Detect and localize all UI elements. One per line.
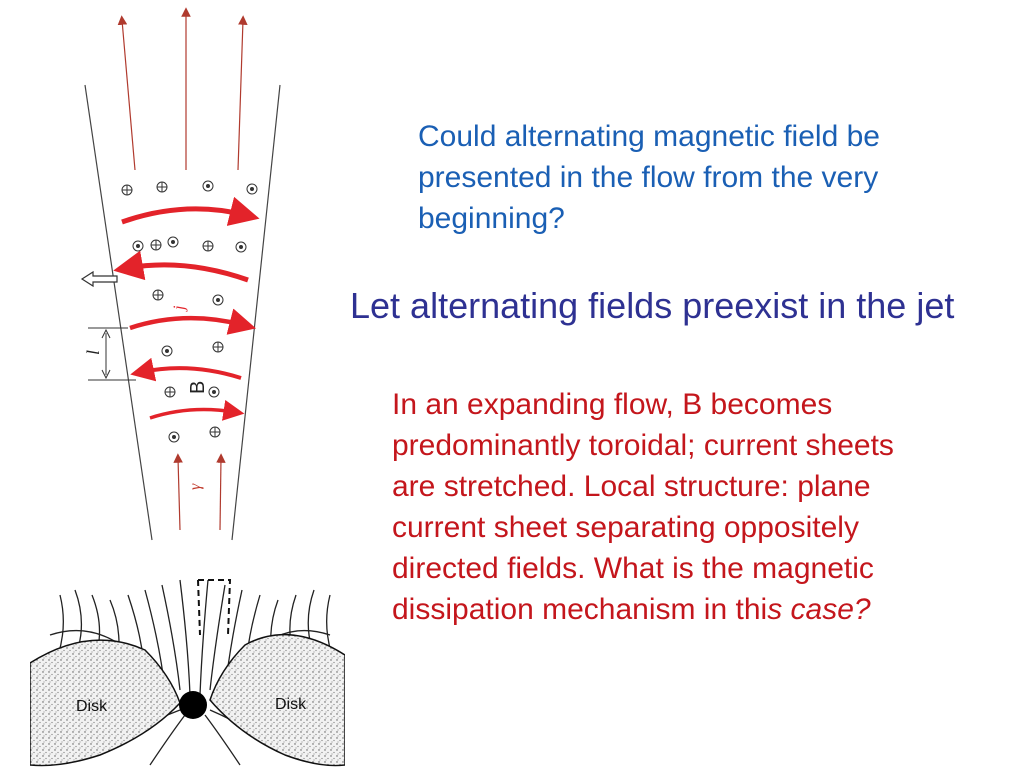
outflow-arrow [117,15,136,171]
right-disk [209,633,345,767]
question-line: presented in the flow from the very [418,161,879,194]
question-line: Could alternating magnetic field be [418,120,880,153]
body-last-line: dissipation mechanism in this case? [392,589,1012,630]
length-dimension [88,327,136,381]
cross-symbol [209,426,221,438]
cross-symbol [121,184,133,196]
jet-left-wall [84,84,153,541]
body-last-italic: s case? [767,593,871,626]
field-out-of-page-symbols [132,180,258,443]
label-l: l [83,350,103,355]
body-line: In an expanding flow, B becomes [392,388,833,421]
central-column [197,579,232,636]
current-arrow-right [129,308,257,335]
hollow-arrow-icon [80,270,118,288]
slide-heading: Let alternating fields preexist in the j… [350,285,955,326]
question-text: Could alternating magnetic field be pres… [418,116,978,239]
dot-symbol [208,386,220,398]
current-arrow-right [121,196,260,226]
central-black-hole [179,691,207,719]
question-line: beginning? [418,202,565,235]
cross-symbol [152,289,164,301]
jet-diagram: l j B γ [80,7,281,541]
disk-label-right: Disk [275,696,307,713]
body-last-plain: dissipation mechanism in thi [392,593,768,626]
disk-field-sketch: Disk Disk [30,575,345,768]
cross-symbol [164,386,176,398]
dot-symbol [132,240,144,252]
disk-label-left: Disk [76,698,108,715]
dot-symbol [167,236,179,248]
cross-symbol [156,181,168,193]
dot-symbol [212,294,224,306]
body-text: In an expanding flow, B becomes predomin… [392,384,1012,630]
cross-symbol [212,341,224,353]
cross-symbol [150,239,162,251]
inflow-arrow [173,453,183,531]
body-line: predominantly toroidal; current sheets [392,429,894,462]
body-line: directed fields. What is the magnetic [392,552,874,585]
dot-symbol [202,180,214,192]
current-arrow-left [130,357,242,382]
dot-symbol [161,345,173,357]
outflow-arrow [237,15,248,171]
current-arrow-left [113,250,249,283]
jet-right-wall [231,84,281,541]
field-into-page-symbols [121,181,224,438]
dot-symbol [235,241,247,253]
label-j: j [171,305,188,312]
cross-symbol [202,240,214,252]
dot-symbol [168,431,180,443]
label-gamma: γ [187,483,204,490]
body-line: are stretched. Local structure: plane [392,470,871,503]
label-B: B [187,381,209,394]
current-arrow-right [149,399,245,421]
inflow-arrow [216,453,226,531]
dot-symbol [246,183,258,195]
body-line: current sheet separating oppositely [392,511,859,544]
